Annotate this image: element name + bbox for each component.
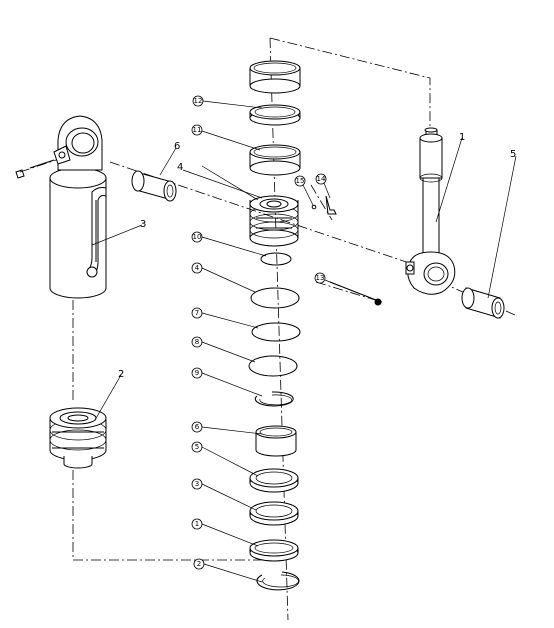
bushing-6 bbox=[255, 425, 297, 457]
circled-callout-14: 14 bbox=[315, 173, 327, 185]
callout-3: 3 bbox=[140, 219, 146, 230]
rod-eye-bushing bbox=[461, 287, 505, 319]
svg-text:4: 4 bbox=[195, 264, 200, 272]
wiper-seal-ring bbox=[249, 104, 301, 126]
seal-ring-8 bbox=[248, 355, 298, 377]
o-ring-4 bbox=[250, 287, 300, 309]
circled-callout-6: 6 bbox=[191, 421, 203, 433]
svg-text:6: 6 bbox=[195, 423, 200, 431]
circled-callout-12: 12 bbox=[192, 95, 204, 107]
leader-lines bbox=[91, 100, 517, 583]
cylinder-barrel bbox=[15, 115, 107, 299]
seal-ring-1 bbox=[249, 539, 299, 562]
svg-text:12: 12 bbox=[194, 97, 203, 105]
plain-callouts: 1 2 3 4 5 6 bbox=[118, 132, 516, 380]
callout-2: 2 bbox=[118, 369, 124, 380]
o-ring-10 bbox=[260, 252, 292, 266]
seal-ring-3 bbox=[249, 501, 299, 526]
circled-callouts: 12 11 10 4 7 8 9 6 bbox=[191, 95, 327, 570]
svg-text:14: 14 bbox=[317, 175, 326, 183]
callout-6: 6 bbox=[174, 141, 180, 152]
svg-text:2: 2 bbox=[197, 560, 201, 568]
bushing-ring bbox=[249, 144, 301, 176]
svg-text:8: 8 bbox=[195, 338, 199, 346]
svg-text:15: 15 bbox=[296, 177, 305, 185]
svg-text:3: 3 bbox=[195, 480, 199, 488]
circled-callout-5: 5 bbox=[191, 441, 203, 453]
seal-ring-5 bbox=[249, 468, 299, 493]
gland-head bbox=[49, 407, 107, 469]
svg-text:1: 1 bbox=[195, 520, 199, 528]
circled-callout-10: 10 bbox=[191, 231, 203, 243]
top-guide-ring bbox=[249, 60, 301, 94]
pin-15 bbox=[311, 204, 317, 210]
screw-14 bbox=[325, 195, 337, 215]
svg-text:5: 5 bbox=[195, 443, 199, 451]
svg-text:11: 11 bbox=[193, 126, 202, 134]
circled-callout-11: 11 bbox=[191, 124, 203, 136]
circled-callout-1: 1 bbox=[191, 518, 203, 530]
piston-assembly bbox=[249, 195, 299, 247]
circled-callout-9: 9 bbox=[191, 367, 203, 379]
svg-text:9: 9 bbox=[195, 369, 199, 377]
piston-rod bbox=[405, 127, 456, 295]
snap-ring-2 bbox=[256, 571, 300, 591]
callout-4: 4 bbox=[177, 162, 183, 173]
circled-callout-2: 2 bbox=[193, 558, 205, 570]
circled-callout-7: 7 bbox=[191, 307, 203, 319]
snap-ring-9 bbox=[254, 391, 294, 407]
callout-5: 5 bbox=[510, 149, 516, 160]
callout-1: 1 bbox=[459, 132, 465, 143]
cylinder-eye-bushing bbox=[131, 170, 177, 202]
circled-callout-8: 8 bbox=[191, 336, 203, 348]
circled-callout-13: 13 bbox=[314, 272, 326, 284]
circled-callout-3: 3 bbox=[191, 478, 203, 490]
seal-ring-7 bbox=[251, 322, 301, 342]
svg-text:10: 10 bbox=[193, 233, 202, 241]
svg-text:13: 13 bbox=[316, 274, 325, 282]
circled-callout-15: 15 bbox=[294, 175, 306, 187]
svg-text:7: 7 bbox=[195, 309, 199, 317]
circled-callout-4: 4 bbox=[191, 262, 203, 274]
